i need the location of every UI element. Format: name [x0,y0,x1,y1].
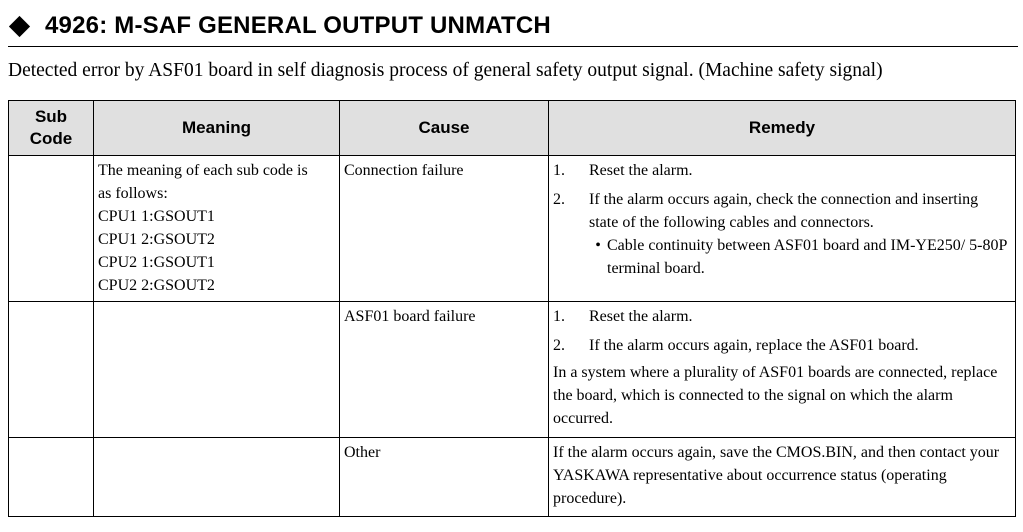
meaning-line: CPU1 1:GSOUT1 [98,208,215,225]
cell-sub-code [8,155,94,302]
cell-cause: Other [339,437,549,517]
table-row: Other If the alarm occurs again, save th… [8,437,1016,517]
meaning-line: CPU1 2:GSOUT2 [98,231,215,248]
cell-sub-code [8,301,94,438]
meaning-line: The meaning of each sub code is [98,162,308,179]
diamond-icon [8,15,31,37]
cell-meaning: The meaning of each sub code is as follo… [93,155,340,302]
cell-sub-code [8,437,94,517]
cell-meaning [93,301,340,438]
bullet-dot-icon: • [595,237,601,254]
remedy-step: 2. If the alarm occurs again, check the … [553,188,1011,234]
meaning-line: as follows: [98,185,168,202]
bullet-text: Cable continuity between ASF01 board and… [607,237,1007,277]
step-number: 2. [553,191,565,208]
meaning-line: CPU2 2:GSOUT2 [98,277,215,294]
alarm-description: Detected error by ASF01 board in self di… [8,60,883,81]
remedy-step: 2. If the alarm occurs again, replace th… [553,334,1011,357]
header-cause: Cause [339,100,549,156]
header-sub-code: Sub Code [8,100,94,156]
cell-remedy: 1. Reset the alarm. 2. If the alarm occu… [548,301,1016,438]
step-text: Reset the alarm. [589,308,693,325]
alarm-heading: 4926: M-SAF GENERAL OUTPUT UNMATCH [8,8,1018,47]
step-number: 1. [553,162,565,179]
step-number: 2. [553,337,565,354]
meaning-line: CPU2 1:GSOUT1 [98,254,215,271]
cell-remedy: If the alarm occurs again, save the CMOS… [548,437,1016,517]
table-row: ASF01 board failure 1. Reset the alarm. … [8,301,1016,438]
step-text: If the alarm occurs again, replace the A… [589,337,919,354]
remedy-step: 1. Reset the alarm. [553,305,1011,328]
header-meaning: Meaning [93,100,340,156]
table-header-row: Sub Code Meaning Cause Remedy [8,100,1016,156]
cell-cause: ASF01 board failure [339,301,549,438]
step-text: Reset the alarm. [589,162,693,179]
cell-meaning [93,437,340,517]
step-text: If the alarm occurs again, check the con… [589,191,979,231]
remedy-text: If the alarm occurs again, save the CMOS… [553,444,1000,507]
cell-remedy: 1. Reset the alarm. 2. If the alarm occu… [548,155,1016,302]
step-number: 1. [553,308,565,325]
table-row: The meaning of each sub code is as follo… [8,155,1016,302]
remedy-bullet: • Cable continuity between ASF01 board a… [553,234,1011,280]
header-remedy: Remedy [548,100,1016,156]
alarm-title: 4926: M-SAF GENERAL OUTPUT UNMATCH [45,12,551,39]
header-sub-code-line2: Code [29,129,73,148]
remedy-step: 1. Reset the alarm. [553,159,1011,182]
alarm-table: Sub Code Meaning Cause Remedy The meanin… [8,100,1016,517]
remedy-note: In a system where a plurality of ASF01 b… [553,364,998,427]
header-sub-code-line1: Sub [34,107,68,126]
cell-cause: Connection failure [339,155,549,302]
